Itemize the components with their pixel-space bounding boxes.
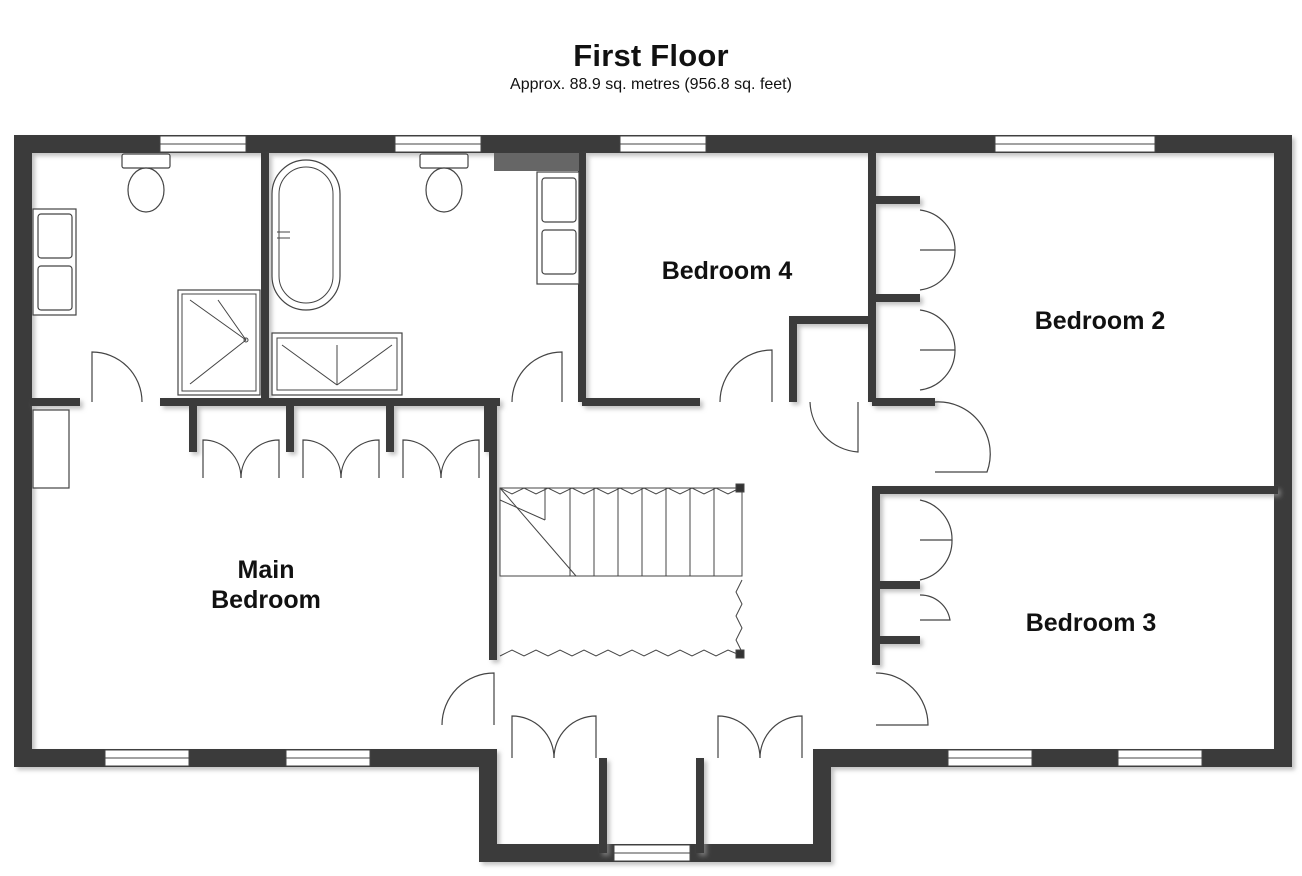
bathroom-fixtures — [271, 153, 580, 396]
ensuite-fixtures — [32, 153, 261, 396]
room-labels: Bedroom 4 Bedroom 2 Main Bedroom Bedroom… — [211, 257, 1165, 637]
plan-header: First Floor Approx. 88.9 sq. metres (956… — [0, 38, 1302, 95]
label-bedroom-2: Bedroom 2 — [1035, 307, 1166, 335]
staircase — [499, 483, 745, 659]
interior-walls — [30, 153, 1278, 853]
landing-cupboard — [32, 409, 70, 489]
doors — [91, 209, 991, 759]
floor-area: Approx. 88.9 sq. metres (956.8 sq. feet) — [510, 76, 792, 93]
label-bedroom-4: Bedroom 4 — [662, 257, 793, 285]
floor-title: First Floor — [573, 38, 729, 73]
label-bedroom-3: Bedroom 3 — [1026, 609, 1157, 637]
label-main-bedroom-line1: Main — [238, 556, 295, 584]
windows — [104, 135, 1203, 862]
label-main-bedroom-line2: Bedroom — [211, 586, 321, 614]
